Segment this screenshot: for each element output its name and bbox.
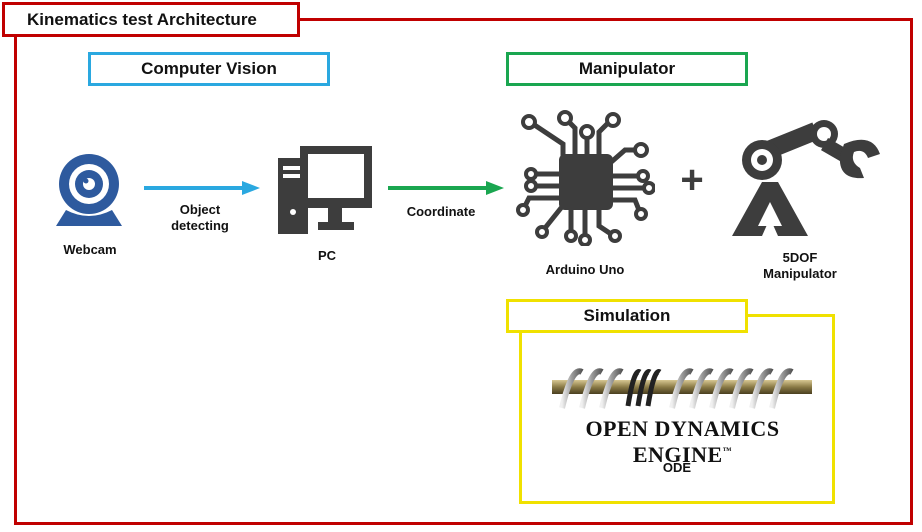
- ode-label: ODE: [662, 460, 692, 475]
- computer-vision-header: Computer Vision: [88, 52, 330, 86]
- webcam-label: Webcam: [63, 242, 117, 257]
- object-detecting-label: Object detecting: [171, 202, 229, 233]
- ode-spring-logo: [552, 368, 812, 409]
- webcam-icon: [56, 154, 122, 226]
- simulation-header: Simulation: [506, 299, 748, 333]
- diagram-title: Kinematics test Architecture: [2, 2, 300, 37]
- arduino-label: Arduino Uno: [545, 262, 625, 277]
- pc-label: PC: [317, 248, 337, 263]
- arduino-chip-icon: [516, 110, 655, 246]
- robot-arm-icon: [732, 120, 880, 236]
- plus-sign: +: [680, 158, 704, 202]
- pc-icon: [278, 146, 372, 234]
- manipulator-label: 5DOF Manipulator: [763, 250, 837, 281]
- manipulator-header: Manipulator: [506, 52, 748, 86]
- ode-logo-text: OPEN DYNAMICS ENGINE™: [585, 416, 780, 467]
- coordinate-arrow: [388, 181, 504, 195]
- coordinate-label: Coordinate: [406, 204, 476, 219]
- architecture-frame: [14, 18, 913, 525]
- object-detecting-arrow: [144, 181, 260, 195]
